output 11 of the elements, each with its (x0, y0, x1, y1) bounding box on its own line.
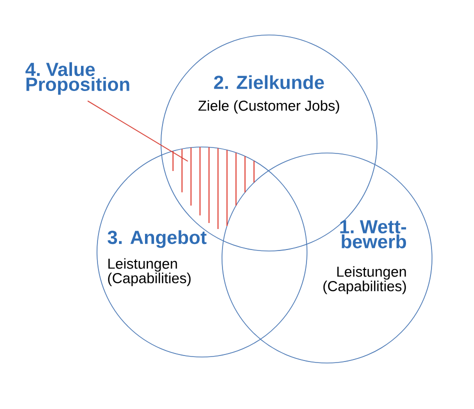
leader-line (87, 100, 188, 162)
heading: 2. Zielkunde (214, 75, 324, 90)
heading: 3. Angebot (108, 230, 206, 248)
venn-circle (96, 146, 308, 358)
description: Leistungen (Capabilities) (108, 258, 191, 286)
heading: 4. Value Proposition (25, 62, 130, 95)
hatched-area (172, 147, 255, 229)
description: Leistungen (Capabilities) (323, 266, 406, 294)
venn-circle (222, 152, 432, 364)
description: Ziele (Customer Jobs) (198, 100, 340, 114)
heading: 1. Wett- bewerb (340, 220, 406, 248)
